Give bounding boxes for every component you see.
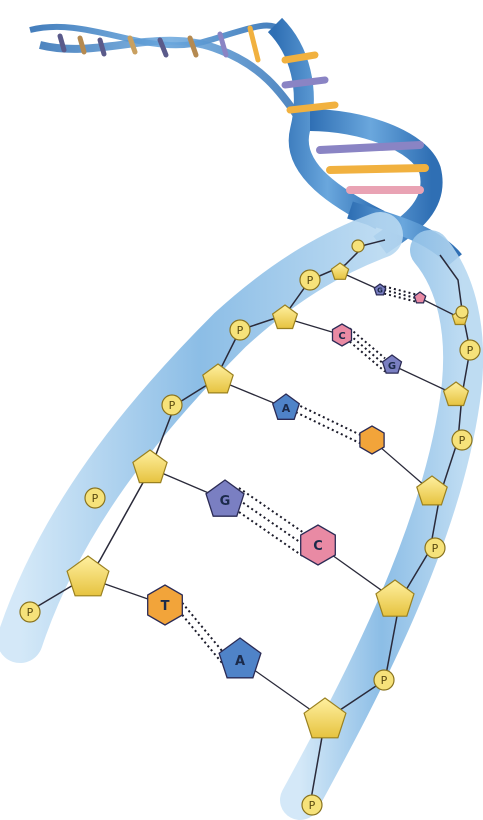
phosphate-label: P bbox=[381, 674, 388, 687]
phosphate-group: P bbox=[162, 395, 182, 415]
phosphate-label: P bbox=[307, 274, 314, 287]
phosphate-group bbox=[456, 306, 468, 318]
base-label: A bbox=[235, 654, 245, 669]
hydrogen-bond bbox=[296, 404, 362, 436]
phosphate-group: P bbox=[452, 430, 472, 450]
sugars-layer bbox=[67, 263, 468, 738]
hydrogen-bond bbox=[350, 342, 385, 372]
phosphate-label: P bbox=[92, 492, 99, 505]
phosphate-circle bbox=[352, 240, 364, 252]
phosphate-group: P bbox=[230, 320, 250, 340]
base-label: G bbox=[377, 287, 383, 295]
base-label: C bbox=[338, 331, 345, 342]
base-pair: CG bbox=[285, 318, 456, 395]
base-label: G bbox=[388, 361, 396, 372]
thymine-base bbox=[360, 426, 384, 454]
phosphate-label: P bbox=[169, 399, 176, 412]
phosphate-group: P bbox=[300, 270, 320, 290]
phosphate-group: P bbox=[85, 488, 105, 508]
base-label: G bbox=[220, 494, 231, 509]
cytosine-base bbox=[414, 292, 425, 303]
phosphate-group bbox=[352, 240, 364, 252]
base-label: A bbox=[282, 402, 291, 415]
base-pair: TA bbox=[88, 578, 325, 720]
phosphate-label: P bbox=[432, 542, 439, 555]
hydrogen-bond bbox=[239, 512, 304, 557]
hydrogen-bond bbox=[239, 500, 304, 545]
phosphate-label: P bbox=[459, 434, 466, 447]
phosphate-label: P bbox=[467, 344, 474, 357]
hydrogen-bond bbox=[179, 599, 225, 654]
phosphate-group: P bbox=[20, 602, 40, 622]
phosphate-group: P bbox=[302, 795, 322, 815]
phosphate-label: P bbox=[309, 799, 316, 812]
base-label: C bbox=[313, 539, 323, 554]
phosphate-circle bbox=[456, 306, 468, 318]
hydrogen-bond bbox=[296, 412, 362, 444]
phosphate-group: P bbox=[460, 340, 480, 360]
base-pair: GC bbox=[150, 468, 395, 600]
phosphate-label: P bbox=[237, 324, 244, 337]
phosphate-group: P bbox=[374, 670, 394, 690]
hydrogen-bond bbox=[350, 328, 385, 358]
hydrogen-bond bbox=[350, 335, 385, 365]
base-label: T bbox=[161, 599, 170, 614]
base-pair: A bbox=[218, 380, 432, 492]
hydrogen-bond bbox=[179, 611, 225, 666]
phosphate-group: P bbox=[425, 538, 445, 558]
hydrogen-bond bbox=[239, 488, 304, 533]
phosphate-label: P bbox=[27, 606, 34, 619]
